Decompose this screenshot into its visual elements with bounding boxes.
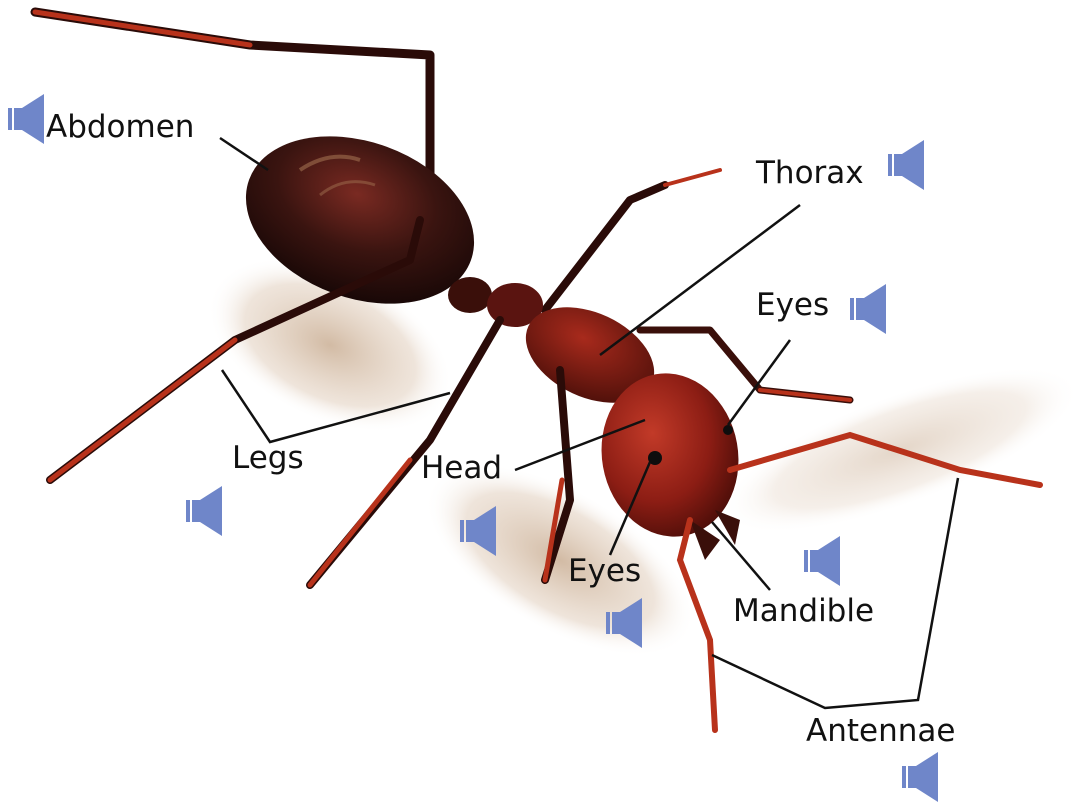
speaker-icon: [184, 486, 224, 536]
label-mandible: Mandible: [733, 596, 874, 627]
audio-button-abdomen[interactable]: [6, 94, 46, 144]
audio-button-thorax[interactable]: [886, 140, 926, 190]
speaker-icon: [886, 140, 926, 190]
audio-button-antennae[interactable]: [900, 752, 940, 802]
audio-button-head[interactable]: [458, 506, 498, 556]
speaker-icon: [848, 284, 888, 334]
audio-button-eyes-bottom[interactable]: [604, 598, 644, 648]
label-head: Head: [421, 453, 502, 484]
label-eyes-bottom: Eyes: [568, 556, 641, 587]
speaker-icon: [900, 752, 940, 802]
speaker-icon: [802, 536, 842, 586]
speaker-icon: [458, 506, 498, 556]
audio-button-mandible[interactable]: [802, 536, 842, 586]
label-thorax: Thorax: [756, 158, 864, 189]
label-eyes-top: Eyes: [756, 290, 829, 321]
audio-button-legs[interactable]: [184, 486, 224, 536]
speaker-icon: [6, 94, 46, 144]
label-legs: Legs: [232, 443, 304, 474]
speaker-icon: [604, 598, 644, 648]
ant-petiole: [448, 277, 492, 313]
label-antennae: Antennae: [806, 716, 955, 747]
label-abdomen: Abdomen: [46, 112, 194, 143]
audio-button-eyes-top[interactable]: [848, 284, 888, 334]
